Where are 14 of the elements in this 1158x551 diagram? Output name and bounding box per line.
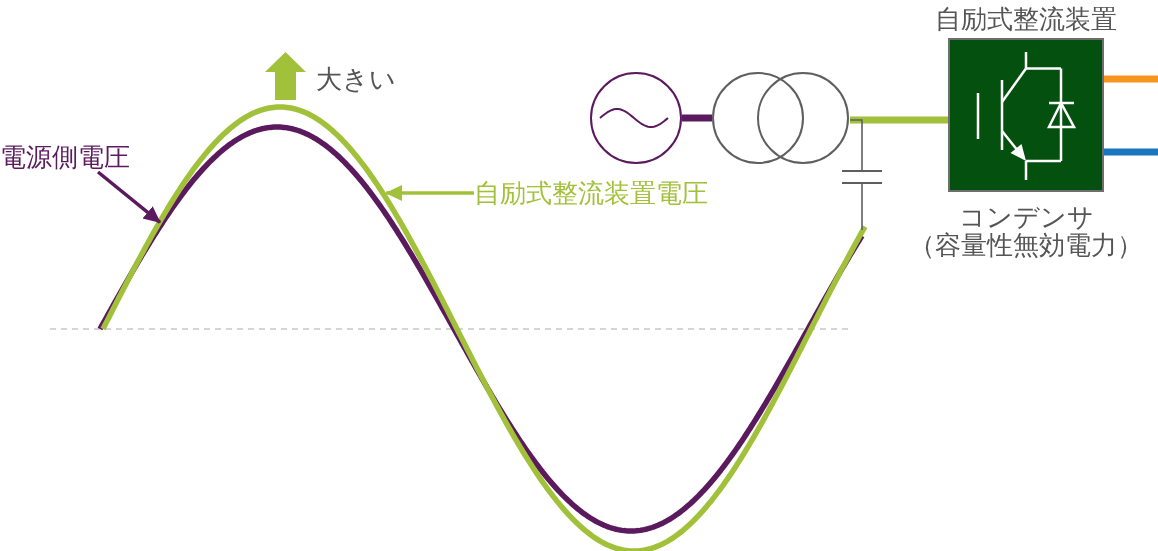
wave-label: 自励式整流装置電圧 bbox=[474, 178, 708, 208]
leader-arrow bbox=[96, 170, 162, 224]
note-text: 大きい bbox=[316, 64, 396, 94]
lead-wire bbox=[849, 119, 863, 171]
transformer-symbol bbox=[712, 72, 850, 164]
capacitor-symbol bbox=[842, 170, 882, 184]
wave-label: 電源側電圧 bbox=[0, 142, 130, 172]
output-line bbox=[1104, 148, 1158, 156]
leader-arrow bbox=[385, 185, 474, 201]
ac-source-symbol bbox=[590, 72, 682, 164]
device-title: 自励式整流装置 bbox=[935, 4, 1117, 34]
output-line bbox=[1104, 75, 1158, 83]
caption-text: コンデンサ（容量性無効電力） bbox=[908, 203, 1144, 259]
lead-wire bbox=[861, 183, 863, 231]
